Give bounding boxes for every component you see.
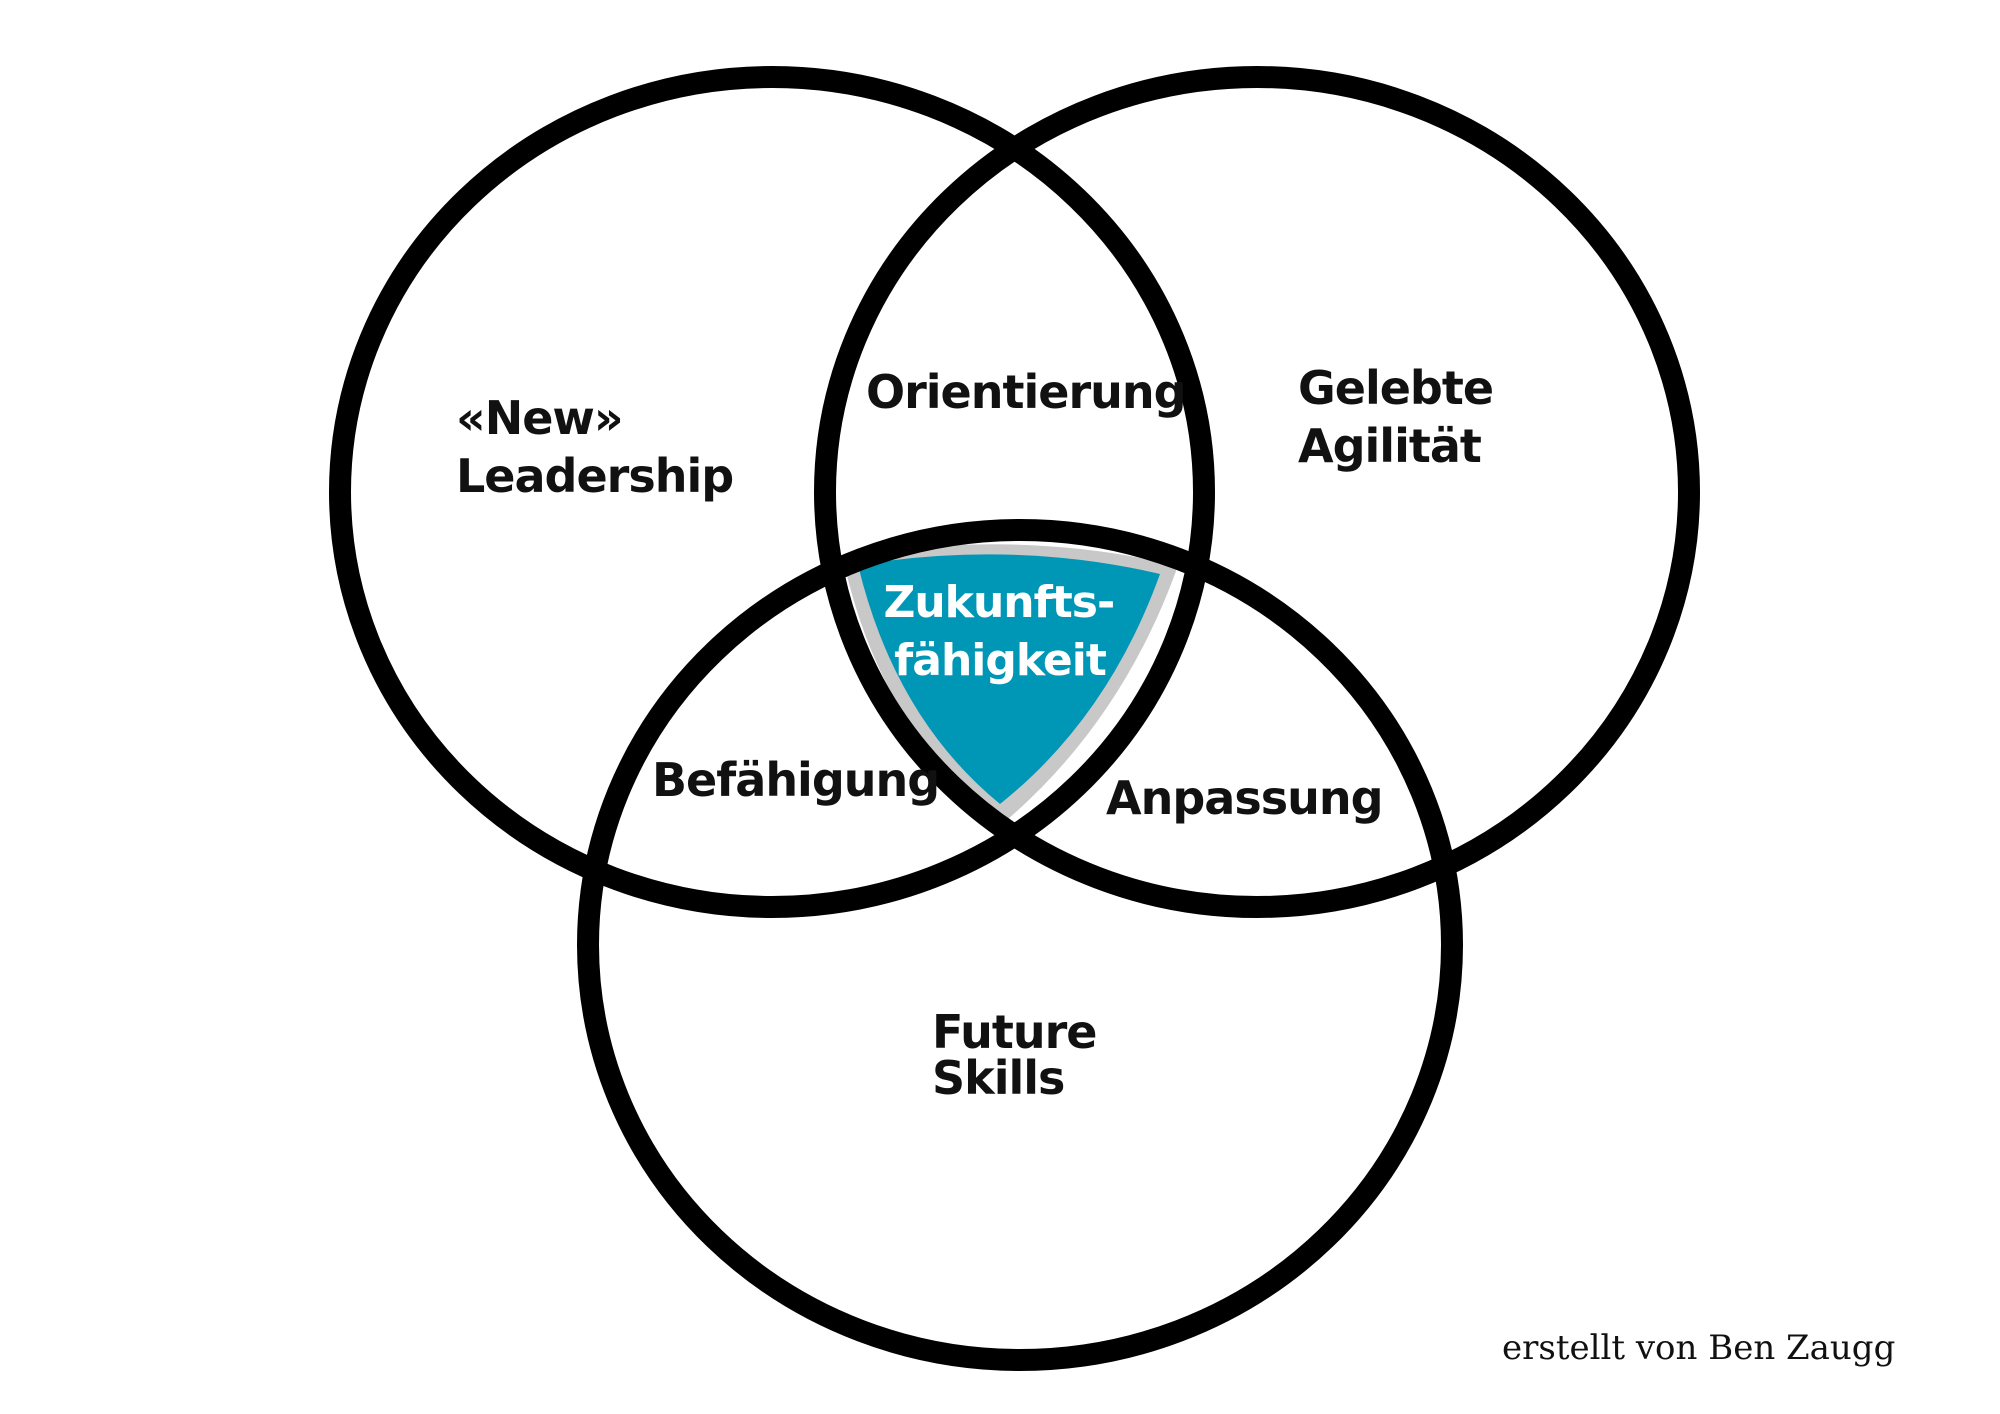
label-new-leadership-line-1: «New» — [456, 391, 623, 445]
circle-top-left — [329, 66, 1215, 918]
label-anpassung: Anpassung — [1106, 771, 1383, 825]
label-gelebte-agilitaet: Gelebte Agilität — [1298, 361, 1508, 473]
label-zukunftsfaehigkeit-line-1: Zukunfts- — [883, 577, 1114, 628]
label-new-leadership-line-2: Leadership — [456, 449, 733, 503]
center-shield — [858, 554, 1160, 804]
circle-top-right — [814, 66, 1700, 918]
label-future-skills-line-2: Skills — [932, 1051, 1064, 1105]
label-new-leadership: «New» Leadership — [456, 391, 733, 503]
label-gelebte-agilitaet-line-1: Gelebte — [1298, 361, 1493, 415]
label-zukunftsfaehigkeit: Zukunfts- fähigkeit — [883, 577, 1128, 686]
label-gelebte-agilitaet-line-2: Agilität — [1298, 419, 1481, 473]
label-befaehigung: Befähigung — [652, 753, 939, 807]
label-zukunftsfaehigkeit-line-2: fähigkeit — [894, 635, 1107, 686]
label-future-skills: Future Skills — [932, 1005, 1112, 1105]
label-orientierung: Orientierung — [866, 365, 1186, 419]
credit-text: erstellt von Ben Zaugg — [1502, 1328, 1896, 1368]
circle-bottom — [577, 519, 1463, 1371]
label-future-skills-line-1: Future — [932, 1005, 1097, 1059]
